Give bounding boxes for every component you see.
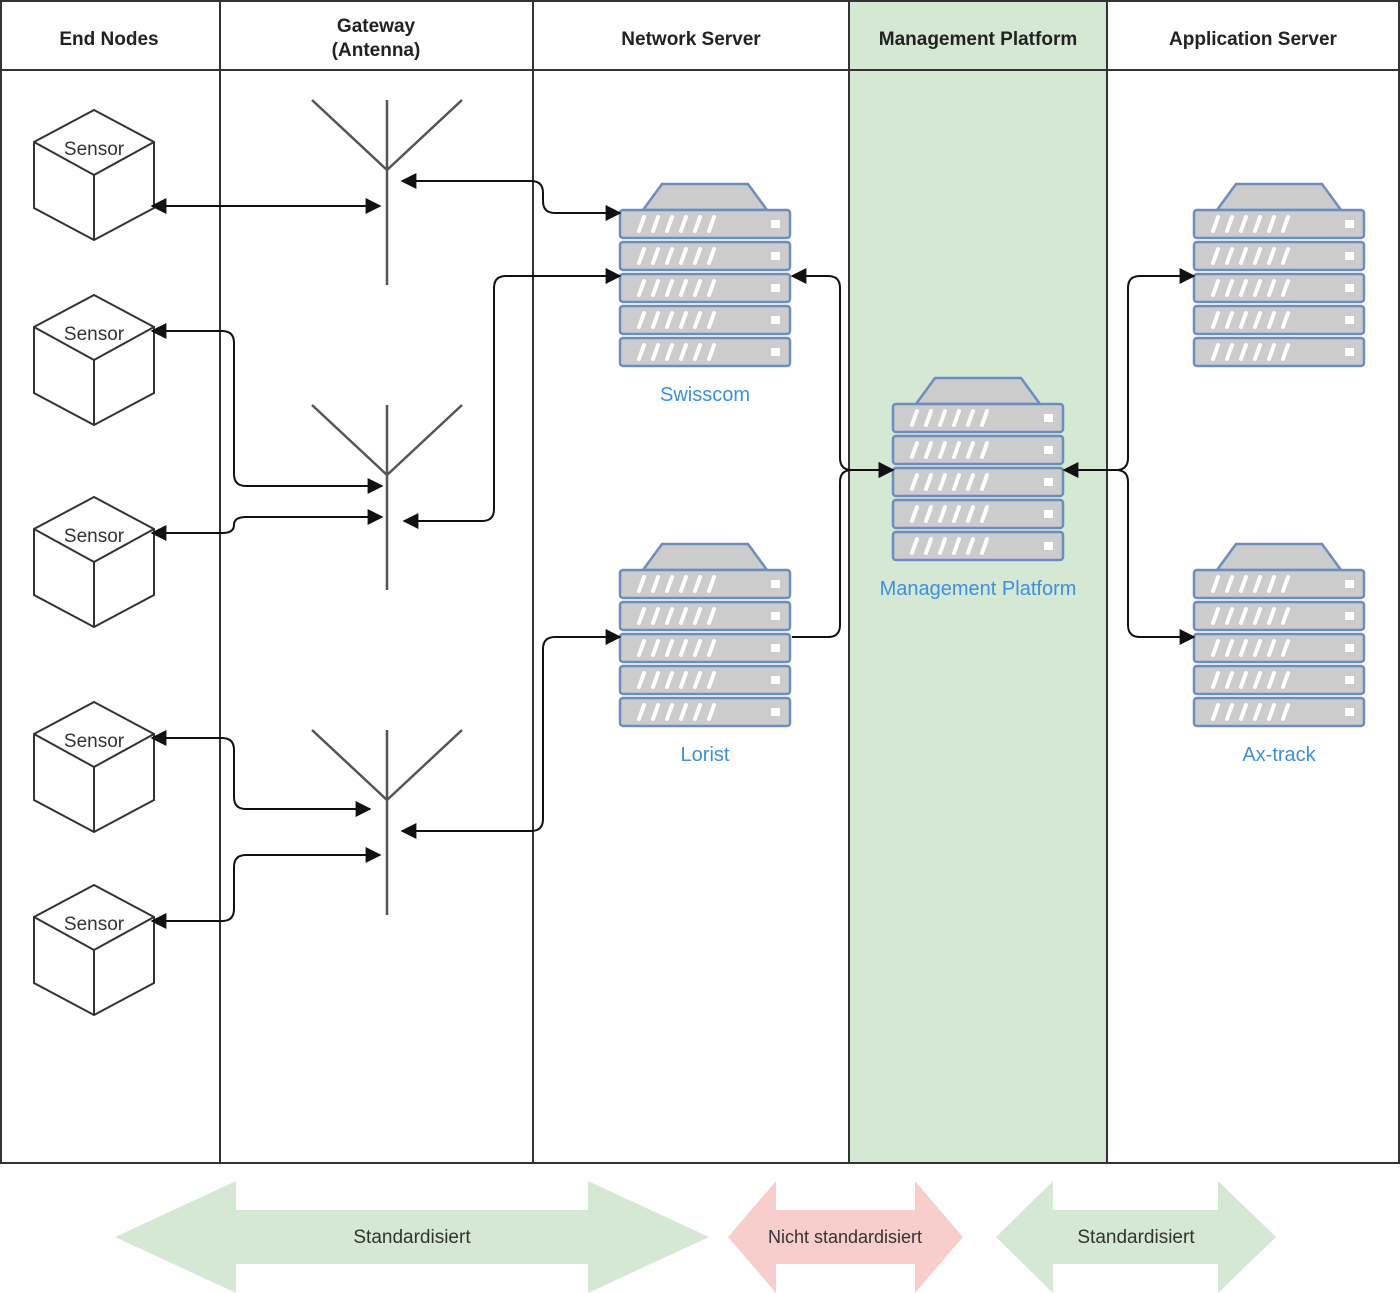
- bottom-arrow-nicht-standardisiert: Nicht standardisiert: [728, 1181, 963, 1293]
- bottom-arrow-standardisiert-right: Standardisiert: [996, 1181, 1276, 1293]
- lane-header-end-nodes: End Nodes: [59, 29, 158, 50]
- cube-icon: [33, 496, 155, 628]
- sensor-label: Sensor: [64, 324, 125, 345]
- connector-management-axtrack: [1064, 469, 1196, 645]
- server-label-lorist: Lorist: [681, 744, 730, 766]
- server-icon: [618, 542, 792, 728]
- management-platform-lane-highlight: [849, 0, 1107, 1163]
- bottom-arrow-label: Standardisiert: [353, 1227, 471, 1248]
- sensor-node-1: Sensor: [33, 109, 155, 241]
- server-label-swisscom: Swisscom: [660, 384, 750, 406]
- sensor-node-2: Sensor: [33, 294, 155, 426]
- connector-sensor3-antenna2: [150, 509, 384, 541]
- sensor-label: Sensor: [64, 731, 125, 752]
- sensor-node-4: Sensor: [33, 701, 155, 833]
- server-application-top: [1192, 182, 1366, 368]
- server-icon: [1192, 182, 1366, 368]
- connector-management-apptop: [1062, 268, 1196, 478]
- server-icon: [618, 182, 792, 368]
- cube-icon: [33, 109, 155, 241]
- sensor-label: Sensor: [64, 139, 125, 160]
- server-swisscom: Swisscom: [618, 182, 792, 406]
- connector-antenna2-swisscom: [402, 268, 622, 529]
- connector-sensor2-antenna2: [150, 323, 384, 494]
- connectors: [150, 173, 1196, 929]
- connector-sensor5-antenna3: [150, 847, 382, 929]
- lane-header-network-server: Network Server: [621, 29, 761, 50]
- server-label-management-platform: Management Platform: [880, 578, 1077, 600]
- antenna-icon-1: [310, 98, 464, 287]
- bottom-arrow-label: Nicht standardisiert: [768, 1227, 922, 1247]
- server-lorist: Lorist: [618, 542, 792, 766]
- bottom-arrow-label: Standardisiert: [1077, 1227, 1195, 1248]
- connector-lorist-management: [792, 462, 895, 638]
- swimlane-frame: [0, 0, 1400, 1164]
- lane-header-management-platform: Management Platform: [879, 29, 1077, 50]
- connector-swisscom-management: [790, 268, 895, 478]
- cube-icon: [33, 701, 155, 833]
- lane-header-gateway-line2: (Antenna): [332, 40, 421, 61]
- sensor-node-3: Sensor: [33, 496, 155, 628]
- antenna-icon-2: [310, 403, 464, 592]
- server-management-platform: Management Platform: [880, 376, 1077, 600]
- lane-header-gateway-line1: Gateway: [337, 16, 416, 37]
- server-axtrack: Ax-track: [1192, 542, 1366, 766]
- connector-antenna1-swisscom: [400, 173, 622, 221]
- lane-header-application-server: Application Server: [1169, 29, 1337, 50]
- connector-sensor4-antenna3: [150, 730, 372, 817]
- antenna-icon-3: [310, 728, 464, 917]
- sensor-label: Sensor: [64, 914, 125, 935]
- server-icon: [1192, 542, 1366, 728]
- cube-icon: [33, 294, 155, 426]
- server-label-axtrack: Ax-track: [1242, 744, 1316, 766]
- server-icon: [891, 376, 1065, 562]
- sensor-node-5: Sensor: [33, 884, 155, 1016]
- cube-icon: [33, 884, 155, 1016]
- sensor-label: Sensor: [64, 526, 125, 547]
- bottom-arrow-standardisiert-left: Standardisiert: [115, 1181, 709, 1293]
- connector-antenna3-lorist: [400, 629, 622, 839]
